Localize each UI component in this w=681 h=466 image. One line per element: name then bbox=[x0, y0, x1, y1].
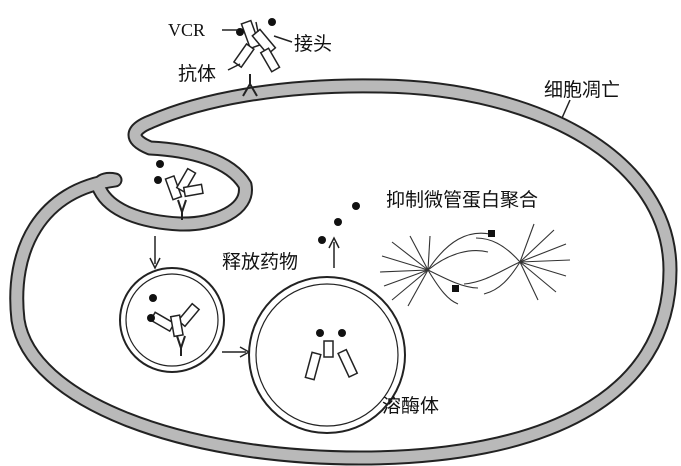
label-release-drug: 释放药物 bbox=[222, 251, 298, 273]
endosome-vesicle bbox=[120, 268, 224, 372]
arrow-release bbox=[329, 238, 339, 268]
arrow-endocytosis bbox=[150, 236, 160, 268]
label-vcr: VCR bbox=[168, 20, 205, 40]
antibody-pointer bbox=[228, 64, 240, 70]
label-apoptosis: 细胞凋亡 bbox=[544, 79, 620, 101]
released-drug-dots bbox=[318, 202, 360, 244]
microtubule-spindle bbox=[380, 224, 570, 306]
label-lysosome: 溶酶体 bbox=[382, 395, 439, 417]
label-antibody: 抗体 bbox=[178, 63, 216, 85]
label-inhibit-tubulin: 抑制微管蛋白聚合 bbox=[386, 189, 538, 211]
label-linker: 接头 bbox=[294, 33, 332, 55]
arrow-to-lysosome bbox=[222, 347, 249, 357]
linker-pointer bbox=[274, 36, 292, 42]
adc-molecule-surface bbox=[234, 18, 280, 72]
apoptosis-pointer bbox=[562, 100, 570, 118]
adc-molecule-endosome bbox=[154, 160, 203, 220]
